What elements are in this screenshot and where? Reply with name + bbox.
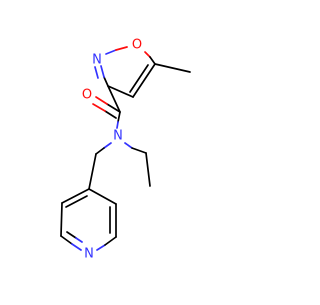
bond-c5-methyl	[154, 63, 191, 73]
bond-py-1	[61, 188, 90, 204]
atom-label-pyridine-n: N	[84, 247, 94, 262]
bond-ch2-pyridine	[88, 153, 97, 190]
bond-amide-n-ch2	[95, 147, 105, 155]
bond-amide-n-ch2-blue	[103, 142, 112, 149]
bond-py-3-blue	[71, 243, 82, 251]
bond-amide-n-ethyl	[131, 147, 147, 154]
bond-py-2	[60, 202, 63, 237]
bond-c3-carbonyl	[107, 85, 121, 113]
bond-c3-n-blue	[100, 65, 105, 78]
structure-canvas: N O O N N	[60, 38, 191, 262]
bond-o-c5	[144, 51, 151, 58]
bond-c3-n	[103, 76, 109, 87]
bond-c4-c3	[107, 85, 134, 98]
bond-py-4	[104, 236, 117, 246]
bond-amide-n-ethyl-blue	[124, 142, 133, 149]
bond-py-3-inner	[66, 231, 77, 239]
bond-py-1-inner	[65, 195, 88, 208]
bond-c5-c4	[132, 63, 156, 98]
bond-co-2	[104, 110, 117, 119]
bond-n-o-red	[115, 46, 128, 51]
bond-group	[60, 46, 191, 251]
bond-py-3-inner-blue	[75, 237, 83, 243]
bond-co-2r	[92, 103, 106, 112]
bond-py-4-blue	[96, 244, 106, 251]
atom-label-carbonyl-o: O	[82, 88, 92, 103]
bond-py-6	[88, 188, 117, 205]
bond-ethyl	[145, 152, 151, 187]
bond-co-1	[106, 103, 121, 113]
bond-carbonyl-amide-n	[117, 111, 121, 123]
atom-label-isoxazole-o: O	[132, 38, 142, 53]
atom-label-isoxazole-n: N	[92, 53, 102, 68]
molecule-diagram: N O O N N	[60, 38, 191, 262]
bond-carbonyl-amide-n-blue	[116, 121, 119, 129]
bond-c3-n-inner	[94, 66, 99, 79]
bond-n-o	[105, 49, 117, 55]
atom-label-amide-n: N	[113, 129, 123, 144]
bond-co-1r	[95, 96, 108, 105]
bond-c5-c4-inner	[129, 64, 149, 93]
bond-py-3	[60, 235, 73, 245]
bond-o-c5b	[149, 56, 156, 65]
